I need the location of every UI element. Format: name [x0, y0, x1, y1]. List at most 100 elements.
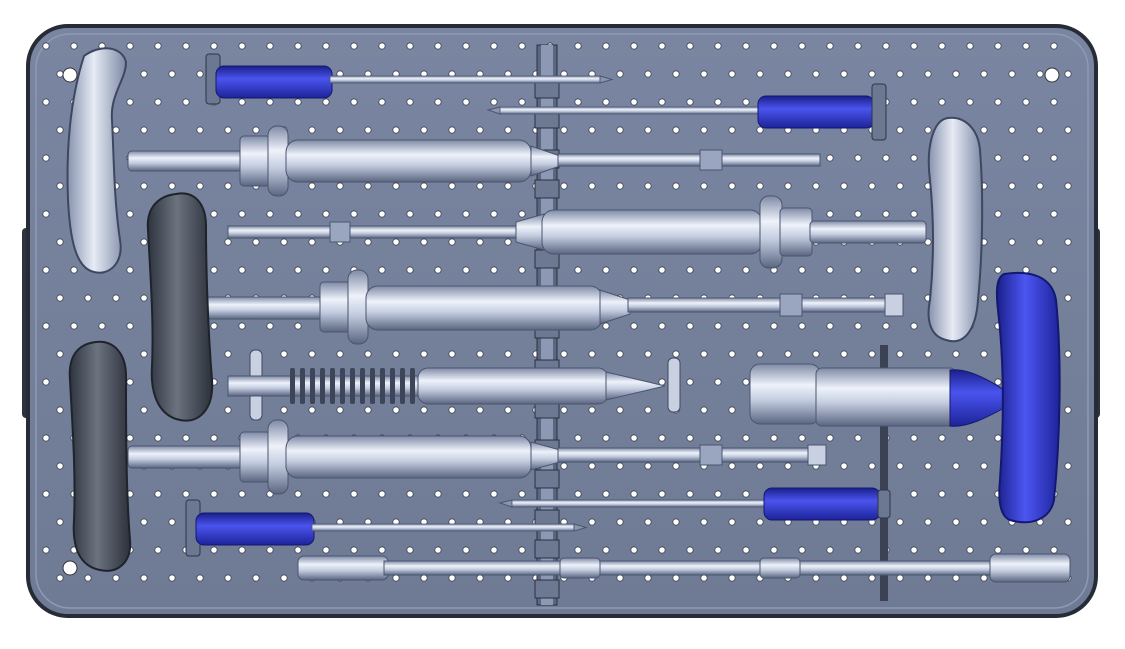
- tray-hole: [140, 574, 148, 582]
- tray-hole: [518, 98, 526, 106]
- tray-hole: [406, 98, 414, 106]
- tray-hole: [826, 322, 834, 330]
- tray-hole: [966, 490, 974, 498]
- tray-hole: [168, 126, 176, 134]
- tray-hole: [728, 70, 736, 78]
- tray-hole: [490, 490, 498, 498]
- tray-hole: [140, 518, 148, 526]
- tray-hole: [322, 210, 330, 218]
- tray-hole: [630, 434, 638, 442]
- tray-hole: [994, 42, 1002, 50]
- tray-hole: [770, 434, 778, 442]
- tray-hole: [224, 182, 232, 190]
- tray-hole: [616, 350, 624, 358]
- tray-hole: [1008, 126, 1016, 134]
- tray-hole: [434, 546, 442, 554]
- tray-hole: [210, 434, 218, 442]
- tray-hole: [364, 350, 372, 358]
- tray-hole: [980, 462, 988, 470]
- tray-hole: [686, 266, 694, 274]
- tray-hole: [406, 210, 414, 218]
- tray-hole: [840, 182, 848, 190]
- tray-hole: [294, 546, 302, 554]
- tray-hole: [896, 518, 904, 526]
- tray-hole: [714, 490, 722, 498]
- tray-hole: [658, 98, 666, 106]
- tray-hole: [42, 434, 50, 442]
- tray-hole: [196, 126, 204, 134]
- tray-hole: [938, 434, 946, 442]
- tray-hole: [518, 42, 526, 50]
- tray-hole: [574, 546, 582, 554]
- tray-hole: [756, 126, 764, 134]
- tray-hole: [1022, 210, 1030, 218]
- tray-hole: [854, 154, 862, 162]
- tray-hole: [1036, 238, 1044, 246]
- tray-hole: [574, 42, 582, 50]
- tray-hole: [742, 434, 750, 442]
- tray-hole: [1064, 462, 1072, 470]
- tray-hole: [910, 210, 918, 218]
- large-blue-t-handle-reamer: [749, 271, 1061, 524]
- tray-hole: [56, 126, 64, 134]
- tray-hole: [84, 294, 92, 302]
- tray-hole: [756, 182, 764, 190]
- tray-hole: [56, 350, 64, 358]
- tray-hole: [462, 42, 470, 50]
- tray-hole: [42, 98, 50, 106]
- tray-hole: [854, 322, 862, 330]
- tray-hole: [126, 378, 134, 386]
- tray-hole: [574, 490, 582, 498]
- tray-hole: [728, 350, 736, 358]
- tray-hole: [56, 182, 64, 190]
- tray-hole: [140, 406, 148, 414]
- tray-hole: [602, 42, 610, 50]
- tray-hole: [322, 42, 330, 50]
- tray-hole: [42, 266, 50, 274]
- tray-hole: [448, 182, 456, 190]
- t-handle-driver-dark-2: [68, 340, 827, 572]
- awl-short-left-top: [205, 53, 614, 105]
- tray-hole: [1050, 98, 1058, 106]
- tray-hole: [714, 98, 722, 106]
- tray-hole: [630, 490, 638, 498]
- tray-hole: [658, 378, 666, 386]
- tray-hole: [700, 70, 708, 78]
- tray-hole: [588, 350, 596, 358]
- tray-hole: [378, 266, 386, 274]
- tray-hole: [868, 70, 876, 78]
- tray-hole: [420, 574, 428, 582]
- tray-hole: [126, 266, 134, 274]
- tray-hole: [518, 546, 526, 554]
- tray-hole: [42, 378, 50, 386]
- tray-hole: [182, 42, 190, 50]
- tray-hole: [308, 182, 316, 190]
- tray-hole: [812, 70, 820, 78]
- tray-hole: [266, 266, 274, 274]
- tray-hole: [882, 42, 890, 50]
- tray-hole: [672, 70, 680, 78]
- tray-hole: [350, 98, 358, 106]
- tray-hole: [224, 238, 232, 246]
- tray-hole: [406, 42, 414, 50]
- tray-hole: [588, 126, 596, 134]
- tray-hole: [742, 322, 750, 330]
- tray-hole: [560, 182, 568, 190]
- tray-hole: [490, 98, 498, 106]
- tray-hole: [462, 210, 470, 218]
- tray-hole: [406, 546, 414, 554]
- tray-hole: [742, 266, 750, 274]
- tray-hole: [742, 378, 750, 386]
- tray-hole: [378, 210, 386, 218]
- tray-hole: [434, 266, 442, 274]
- tray-hole: [910, 546, 918, 554]
- tray-hole: [854, 266, 862, 274]
- tray-hole: [980, 294, 988, 302]
- tray-hole: [210, 490, 218, 498]
- tray-hole: [896, 182, 904, 190]
- tray-hole: [140, 294, 148, 302]
- tray-hole: [602, 322, 610, 330]
- tray-hole: [490, 42, 498, 50]
- tray-hole: [672, 182, 680, 190]
